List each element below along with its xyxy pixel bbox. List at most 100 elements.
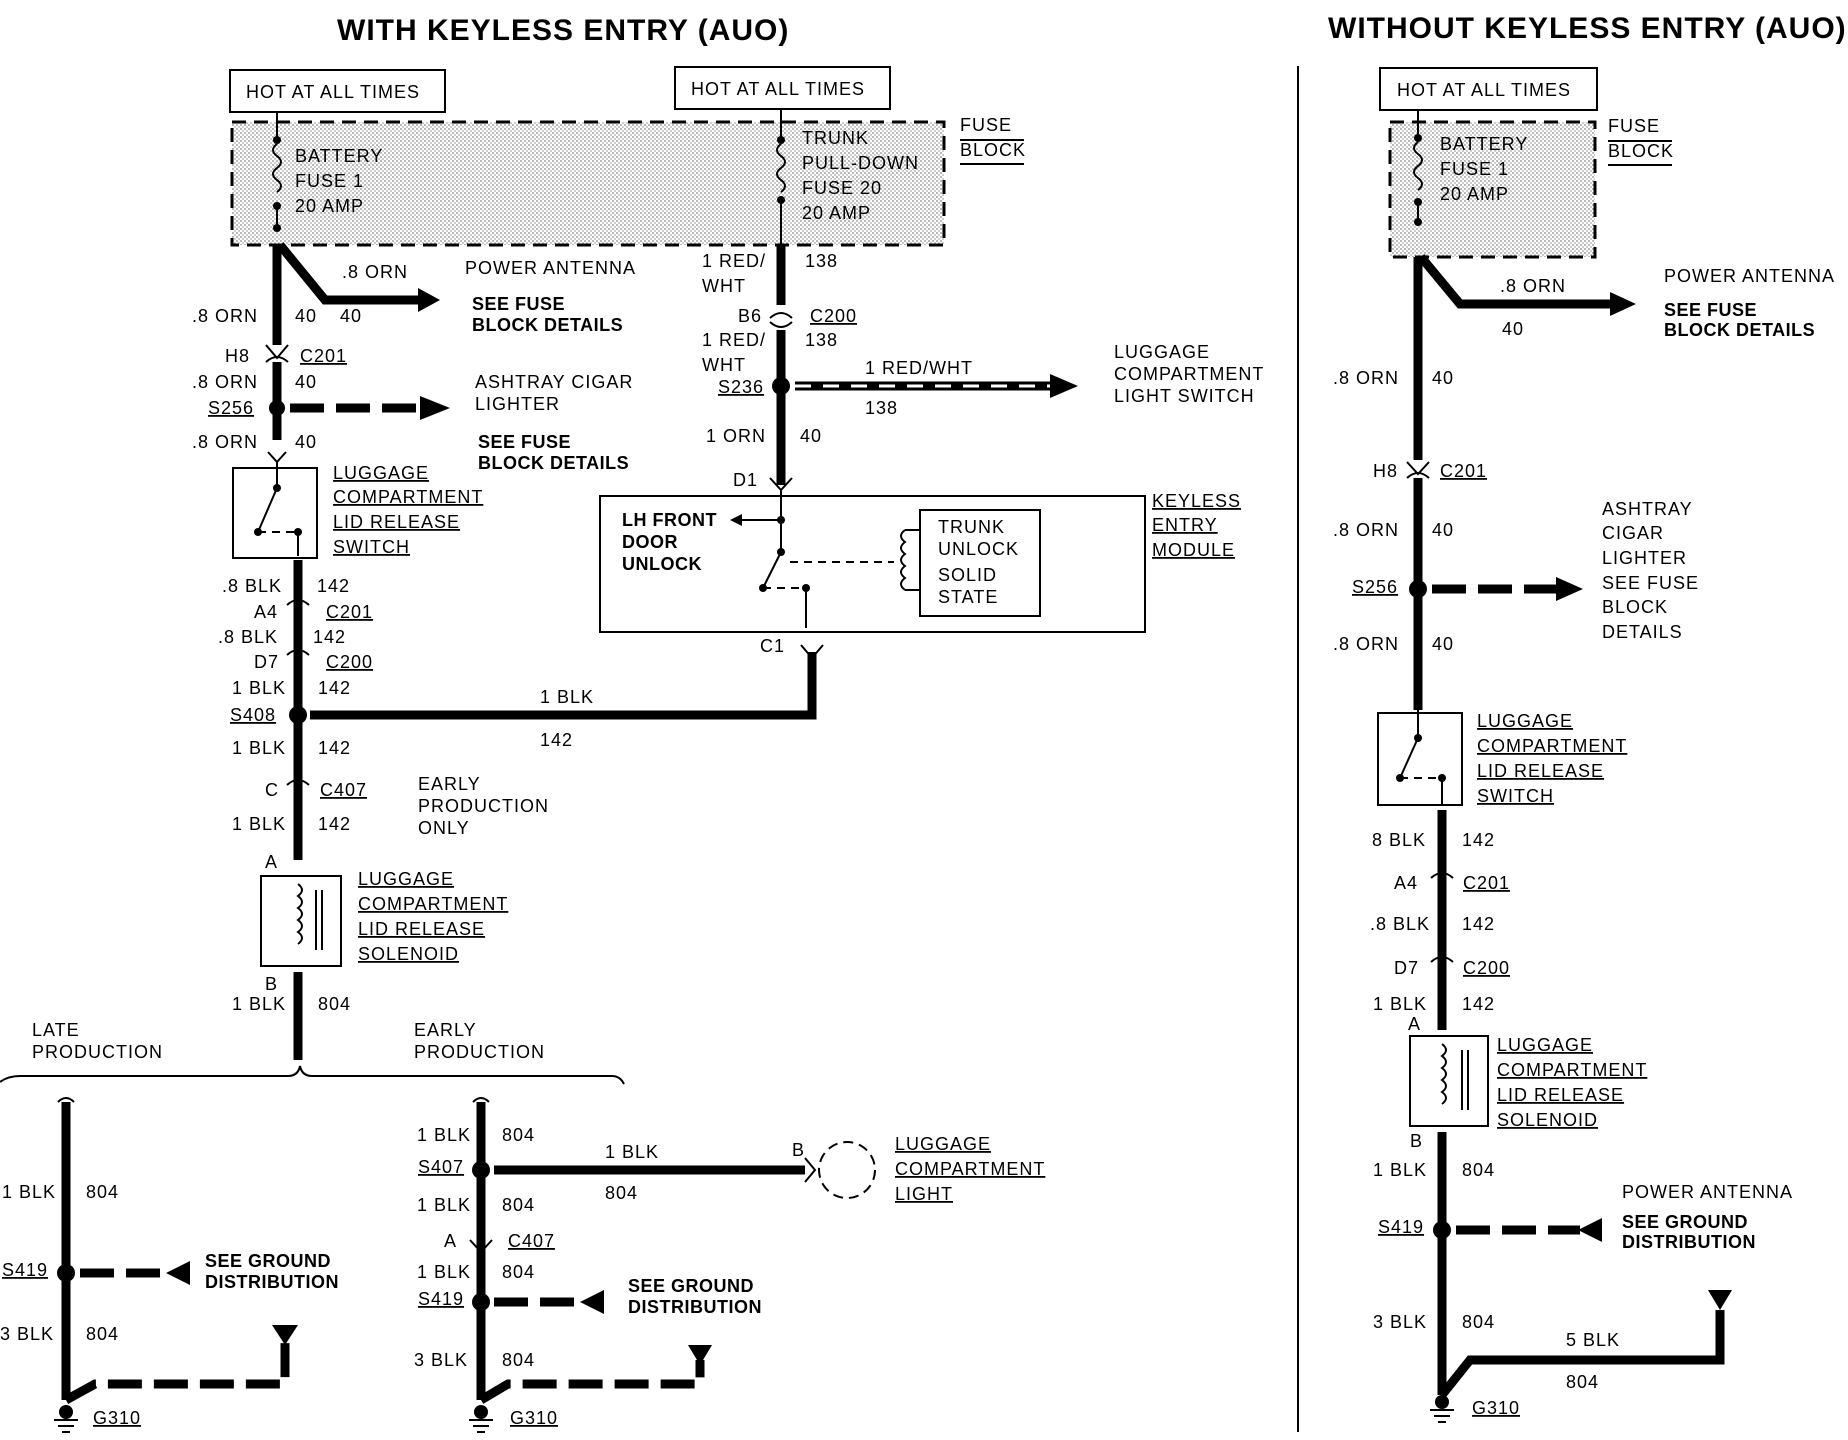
wire-code-142-s408: 142	[540, 730, 573, 750]
connector-pin-c: C	[265, 780, 279, 800]
right-power-antenna-label: POWER ANTENNA	[1664, 266, 1835, 286]
trunk-fuse-label-1: TRUNK	[802, 128, 869, 148]
wire-label-orn-module: 1 ORN	[706, 426, 766, 446]
solenoid-right-label-3: LID RELEASE	[1497, 1085, 1624, 1105]
light-pin-b: B	[792, 1140, 805, 1160]
early-label-1: EARLY	[414, 1020, 477, 1040]
splice-s408-dot	[289, 706, 307, 724]
title-without-keyless: WITHOUT KEYLESS ENTRY (AUO)	[1328, 12, 1847, 45]
connector-c407-a: C407	[320, 780, 367, 800]
early-only-3: ONLY	[418, 818, 470, 838]
connector-c201-a: C201	[300, 346, 347, 366]
solenoid-left-label-3: LID RELEASE	[358, 919, 485, 939]
right-see-ground-1: SEE GROUND	[1622, 1212, 1748, 1232]
wire-code-early-4: 804	[502, 1350, 535, 1370]
wire-code-right-40-3: 40	[1432, 634, 1454, 654]
right-connector-d7: D7	[1394, 958, 1419, 978]
keyless-entry-module	[599, 495, 1146, 633]
connector-a4-cup-l	[286, 599, 310, 606]
switch-left-blade	[257, 487, 278, 533]
splice-s419-late: S419	[2, 1260, 48, 1280]
splice-s408: S408	[230, 705, 276, 725]
solenoid-right-coil	[1440, 1043, 1447, 1105]
hot-label-battery: HOT AT ALL TIMES	[246, 82, 420, 102]
wire-code-142-2: 142	[313, 627, 346, 647]
right-connector-c200: C200	[1463, 958, 1510, 978]
trunk-unlock-solid-state	[919, 509, 1041, 617]
right-ashtray-1: ASHTRAY	[1602, 499, 1693, 519]
wire-label-redwht-s236: 1 RED/WHT	[865, 358, 973, 378]
battery-fuse-node-out	[273, 224, 281, 232]
wire-label-right-antenna: .8 ORN	[1500, 276, 1566, 296]
fuse-block-left	[230, 120, 946, 247]
solenoid-left-label-1: LUGGAGE	[358, 869, 454, 889]
ground-g310-late: G310	[93, 1408, 141, 1428]
wire-early-ground-dashed	[478, 1360, 705, 1404]
connector-b6: B6	[738, 306, 762, 326]
connector-d1: D1	[733, 470, 758, 490]
wire-code-early-3: 804	[502, 1262, 535, 1282]
wire-label-blk-1: .8 BLK	[222, 576, 282, 596]
fuse-right-node-top	[1414, 134, 1422, 142]
wire-label-right-orn-1: .8 ORN	[1333, 368, 1399, 388]
switch-left-label-3: LID RELEASE	[333, 512, 460, 532]
wire-label-right-orn-3: .8 ORN	[1333, 634, 1399, 654]
wire-label-right-blk-1: 8 BLK	[1372, 830, 1426, 850]
right-splice-s256-dot	[1409, 580, 1427, 598]
right-splice-s419: S419	[1378, 1217, 1424, 1237]
wire-code-right-antenna: 40	[1502, 319, 1524, 339]
see-fuse-label-2: BLOCK DETAILS	[472, 315, 623, 335]
connector-b6-cup-top	[769, 312, 793, 319]
splice-s419-early: S419	[418, 1289, 464, 1309]
hot-label-trunk: HOT AT ALL TIMES	[691, 79, 865, 99]
wire-code-right-142-3: 142	[1462, 994, 1495, 1014]
lh-front-label-2: DOOR	[622, 532, 678, 552]
light-connector-mark	[804, 1157, 817, 1183]
module-label-2: ENTRY	[1152, 515, 1218, 535]
fuse-block-right-label-1: FUSE	[1608, 116, 1660, 136]
right-ground-g310-dot	[1435, 1395, 1449, 1409]
right-see-ground-2: DISTRIBUTION	[1622, 1232, 1756, 1252]
right-ashtray-4: SEE FUSE	[1602, 573, 1699, 593]
right-ashtray-arrow	[1556, 577, 1583, 601]
wire-right-antenna	[1417, 254, 1610, 309]
wire-label-right-blk-6: 5 BLK	[1566, 1330, 1620, 1350]
title-with-keyless: WITH KEYLESS ENTRY (AUO)	[337, 14, 789, 47]
right-antenna-ground-arrow	[1708, 1290, 1732, 1310]
fuse-right-label-3: 20 AMP	[1440, 184, 1509, 204]
late-label-2: PRODUCTION	[32, 1042, 163, 1062]
lh-front-label-3: UNLOCK	[622, 554, 702, 574]
wire-code-right-142-1: 142	[1462, 830, 1495, 850]
connector-a4-l: A4	[254, 602, 278, 622]
splice-s419-early-dot	[472, 1293, 490, 1311]
wire-label-orn-1: .8 ORN	[192, 306, 258, 326]
switch-right-blade	[1399, 737, 1419, 779]
right-a4-cup	[1430, 872, 1454, 879]
switch-left-label-1: LUGGAGE	[333, 463, 429, 483]
connector-pin-a-early: A	[444, 1231, 457, 1251]
wire-label-right-blk-5: 3 BLK	[1373, 1312, 1427, 1332]
trunk-fuse-label-2: PULL-DOWN	[802, 153, 919, 173]
switch-left-label-4: SWITCH	[333, 537, 410, 557]
connector-c200-b: C200	[810, 306, 857, 326]
power-antenna-label: POWER ANTENNA	[465, 258, 636, 278]
connector-d7-l: D7	[254, 652, 279, 672]
switch-right-label-2: COMPARTMENT	[1477, 736, 1627, 756]
see-fuse-ashtray-2: BLOCK DETAILS	[478, 453, 629, 473]
lh-front-label-1: LH FRONT	[622, 510, 717, 530]
solid-state-label-3: SOLID	[938, 565, 997, 585]
lid-release-switch-right	[1377, 712, 1463, 806]
wire-label-early-2: 1 BLK	[417, 1195, 471, 1215]
connector-c407-b: C407	[508, 1231, 555, 1251]
ground-g310-early: G310	[510, 1408, 558, 1428]
fuse-right-element	[1413, 141, 1423, 191]
wire-label-blk-4: 1 BLK	[232, 738, 286, 758]
wire-label-blk-6: 1 BLK	[232, 994, 286, 1014]
wire-label-redwht-2b: WHT	[702, 355, 746, 375]
wire-right-antenna-ground	[1438, 1310, 1725, 1398]
right-see-fuse-1: SEE FUSE	[1664, 300, 1757, 320]
solid-state-label-1: TRUNK	[938, 517, 1005, 537]
see-fuse-label-1: SEE FUSE	[472, 294, 565, 314]
wire-code-right-40-1: 40	[1432, 368, 1454, 388]
light-switch-label-2: COMPARTMENT	[1114, 364, 1264, 384]
